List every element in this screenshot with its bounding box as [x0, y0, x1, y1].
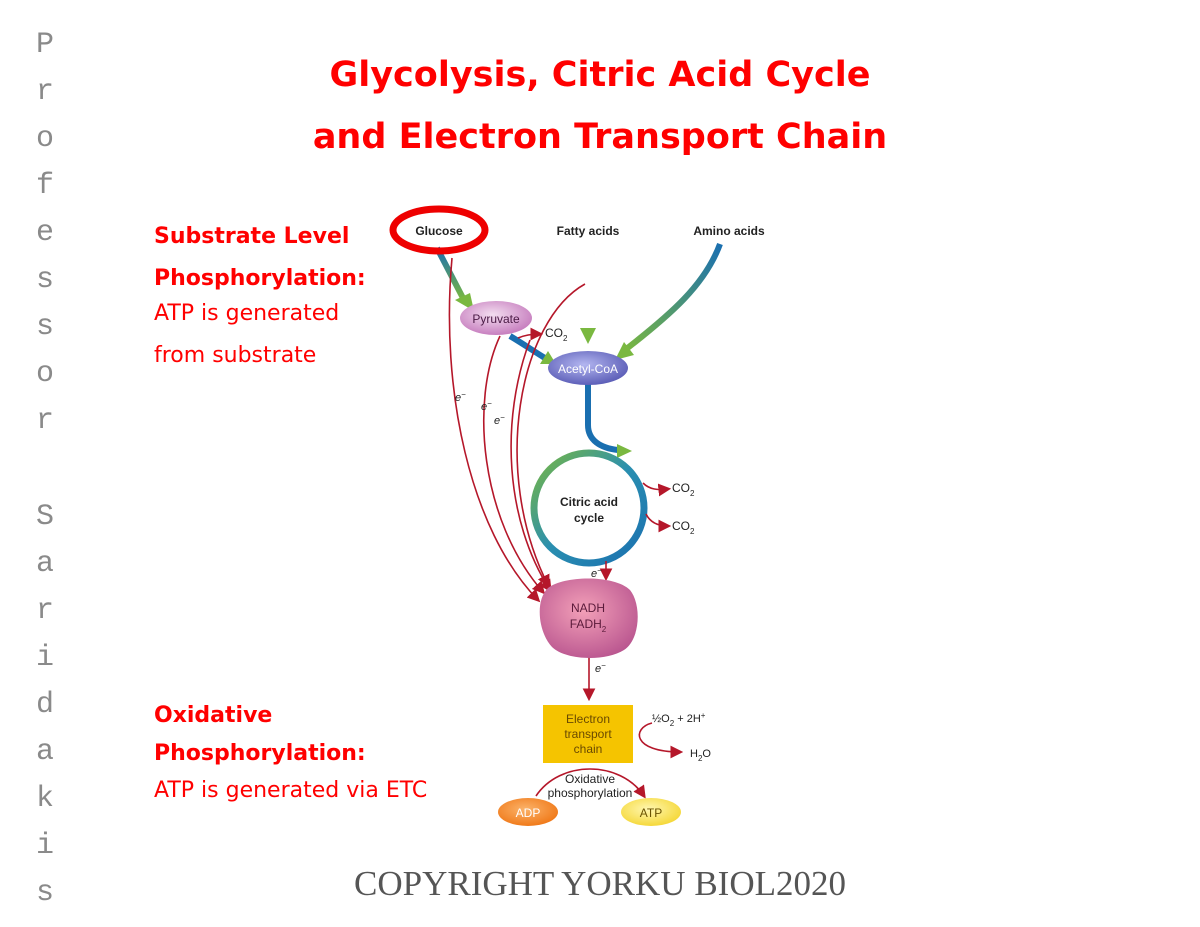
slide-title-line-1: Glycolysis, Citric Acid Cycle — [329, 55, 871, 95]
pyruvate-to-acetylcoa-arrow — [508, 333, 547, 361]
electron-arrow-acetyl — [510, 339, 552, 593]
oxidative-phosphorylation-arc — [535, 768, 646, 799]
watermark-letter: a — [35, 735, 54, 769]
watermark-letter: s — [35, 263, 54, 297]
nadh-label: NADH — [571, 601, 605, 615]
arrowhead — [580, 328, 596, 344]
electron-arrow-glucose — [448, 257, 541, 603]
citric-cycle-label-1: Citric acid — [560, 495, 618, 509]
watermark-letter: s — [35, 876, 54, 910]
watermark-letter: a — [35, 547, 54, 581]
watermark-letter: s — [35, 310, 54, 344]
electron-arrow-pyruvate — [482, 335, 546, 595]
co2-pyruvate-arrow — [517, 327, 544, 341]
etc-label-2: transport — [564, 727, 612, 741]
pyruvate-label: Pyruvate — [472, 312, 520, 326]
watermark-letter: P — [35, 28, 54, 62]
electron-label-5: e− — [595, 661, 606, 675]
oxidative-heading-1: Oxidative — [154, 703, 273, 728]
co2-output-label-2: CO2 — [672, 519, 695, 536]
watermark-letter: i — [35, 829, 54, 863]
watermark-letter: r — [35, 404, 54, 438]
substrate-heading-1: Substrate Level — [154, 224, 350, 249]
substrate-body-2: from substrate — [154, 343, 317, 368]
pyruvate-node — [460, 301, 532, 335]
fatty-acids-label: Fatty acids — [557, 224, 620, 238]
atp-node — [621, 798, 681, 826]
watermark-letter: o — [35, 122, 54, 156]
oxidative-body: ATP is generated via ETC — [154, 778, 428, 803]
electron-arrow-fatty — [516, 283, 586, 588]
watermark-letter: k — [35, 782, 54, 816]
arrowhead — [455, 293, 474, 311]
electron-transport-chain-box — [543, 705, 633, 763]
amino-acids-arrow — [623, 242, 723, 353]
acetylcoa-to-cycle-line — [585, 382, 619, 453]
acetyl-coa-label: Acetyl-CoA — [558, 362, 618, 376]
co2-out-arrow-1 — [642, 482, 672, 497]
watermark-letter: d — [35, 688, 54, 722]
citric-acid-cycle-ring — [530, 449, 648, 567]
glucose-highlight-ring — [389, 205, 489, 255]
watermark-letter: r — [35, 75, 54, 109]
arrowhead — [617, 444, 632, 458]
nadh-fadh2-node — [539, 578, 638, 658]
citric-cycle-label-2: cycle — [574, 511, 604, 525]
atp-label: ATP — [640, 806, 662, 820]
fadh2-label: FADH2 — [570, 617, 607, 634]
adp-node — [498, 798, 558, 826]
watermark-letter: o — [35, 357, 54, 391]
acetyl-coa-node — [548, 351, 628, 385]
oxphos-label-1: Oxidative — [565, 772, 615, 786]
slide-title-line-2: and Electron Transport Chain — [312, 117, 888, 157]
adp-label: ADP — [516, 806, 541, 820]
water-label: H2O — [690, 748, 711, 763]
glucose-label: Glucose — [415, 224, 463, 238]
electron-label-4: e− — [591, 566, 602, 580]
watermark-letter: r — [35, 594, 54, 628]
oxphos-label-2: phosphorylation — [548, 786, 633, 800]
substrate-body-1: ATP is generated — [154, 301, 340, 326]
watermark-letter: f — [35, 169, 54, 203]
etc-label-3: chain — [574, 742, 603, 756]
etc-label-1: Electron — [566, 712, 610, 726]
substrate-heading-2: Phosphorylation: — [154, 266, 366, 291]
co2-pyruvate-label: CO2 — [545, 326, 568, 343]
copyright-footer: COPYRIGHT YORKU BIOL2020 — [354, 864, 846, 903]
watermark-letter: S — [35, 500, 54, 534]
co2-out-arrow-2 — [645, 513, 672, 533]
amino-acids-label: Amino acids — [693, 224, 765, 238]
oxygen-to-water-arrow — [638, 722, 684, 759]
co2-output-label-1: CO2 — [672, 481, 695, 498]
watermark-letter: i — [35, 641, 54, 675]
oxygen-label: ½O2 + 2H+ — [652, 711, 706, 728]
electron-label-1: e− — [455, 390, 466, 404]
watermark-letter: e — [35, 216, 54, 250]
electron-label-2: e− — [481, 399, 492, 413]
electron-label-3: e− — [494, 413, 505, 427]
arrowhead — [615, 342, 634, 360]
oxidative-heading-2: Phosphorylation: — [154, 741, 366, 766]
